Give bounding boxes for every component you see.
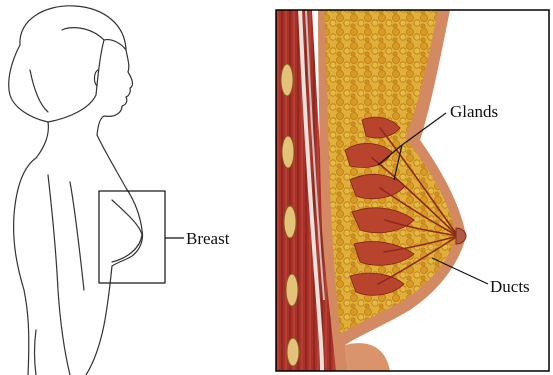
- neck-outline: [36, 122, 48, 158]
- face-profile: [97, 50, 132, 135]
- arm-outline: [48, 175, 70, 375]
- chest-outline: [86, 135, 143, 375]
- ducts-label: Ducts: [490, 277, 530, 296]
- back-outline: [14, 158, 36, 375]
- anatomy-panel: [276, 10, 549, 371]
- breast-highlight-box: [99, 191, 165, 283]
- hair-outline: [9, 6, 126, 122]
- glands-label: Glands: [450, 102, 498, 121]
- breast-label: Breast: [186, 229, 230, 248]
